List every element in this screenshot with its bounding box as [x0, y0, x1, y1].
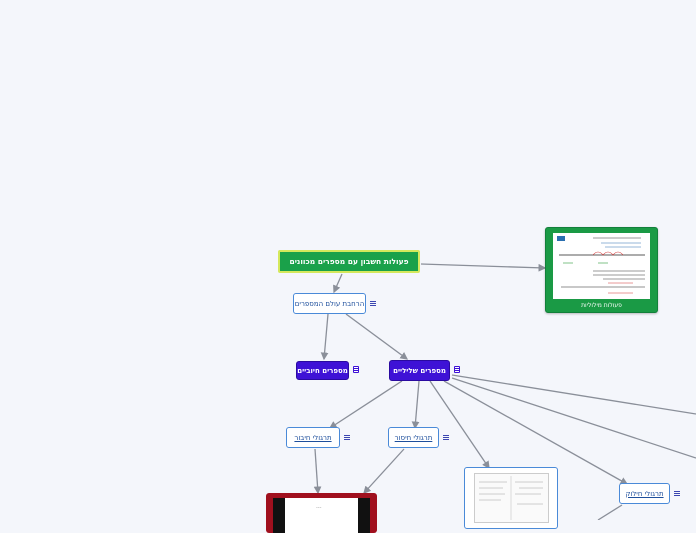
- node-negative-numbers[interactable]: מספרים שליליים: [389, 360, 450, 381]
- connector-negative-addition: [328, 380, 403, 429]
- connector-addition-video: [313, 448, 322, 495]
- connector-root-world: [333, 273, 343, 294]
- connector-negative-division: [443, 380, 629, 485]
- image-card[interactable]: פעולות מילוליות: [545, 227, 658, 313]
- connector-negative-doc: [429, 380, 490, 470]
- mindmap-connectors: [313, 263, 696, 520]
- video-letterbox-left: [273, 498, 285, 533]
- node-number-world[interactable]: הרחבת עולם המספרים: [293, 293, 366, 314]
- notes-icon[interactable]: [443, 434, 449, 441]
- video-card[interactable]: ---: [266, 493, 377, 533]
- connector-negative-offscreen-2: [451, 377, 696, 459]
- connector-subtraction-video: [363, 448, 405, 494]
- notes-icon[interactable]: [370, 300, 376, 307]
- connector-division-down: [597, 504, 623, 520]
- connector-negative-subtraction: [411, 380, 420, 430]
- connector-world-negative: [345, 313, 409, 360]
- node-ex-subtraction[interactable]: תרגולי חיסור: [388, 427, 439, 448]
- connector-root-image: [420, 263, 547, 272]
- video-thumbnail: [273, 498, 370, 533]
- worksheet-image: [553, 233, 650, 299]
- image-card-caption: פעולות מילוליות: [581, 302, 622, 309]
- document-thumbnail: [474, 473, 549, 523]
- video-label: ---: [316, 505, 322, 511]
- node-positive-numbers[interactable]: מספרים חיוביים: [296, 361, 349, 380]
- node-ex-division[interactable]: תרגולי חילוק: [619, 483, 670, 504]
- notes-icon[interactable]: [344, 434, 350, 441]
- root-topic[interactable]: פעולות חשבון עם מספרים מכוונים: [278, 250, 420, 273]
- connector-world-positive: [320, 313, 329, 361]
- connector-negative-offscreen-1: [451, 374, 696, 415]
- notes-icon[interactable]: [674, 490, 680, 497]
- document-card[interactable]: [464, 467, 558, 529]
- node-ex-addition[interactable]: תרגולי חיבור: [286, 427, 340, 448]
- video-letterbox-right: [358, 498, 370, 533]
- notes-icon[interactable]: [353, 366, 359, 373]
- notes-icon[interactable]: [454, 366, 460, 373]
